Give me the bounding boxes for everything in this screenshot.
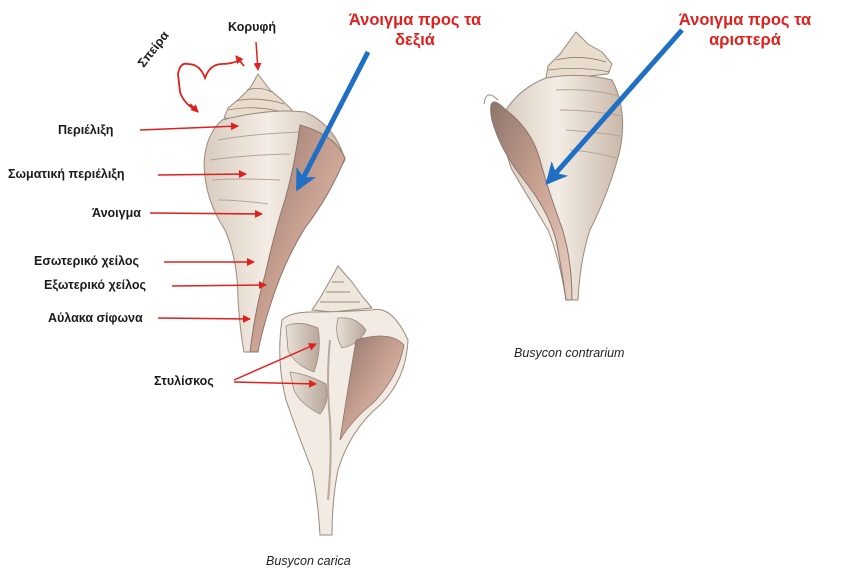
columella-label: Στυλίσκος (154, 374, 214, 388)
busycon-contrarium-caption: Busycon contrarium (514, 346, 624, 360)
aperture-pointer (150, 213, 262, 214)
left-opening-title: Άνοιγμα προς τα αριστερά (650, 10, 840, 50)
outer-lip-label: Εξωτερικό χείλος (44, 278, 146, 292)
busycon-carica-cutaway-illustration (280, 266, 408, 535)
body-whorl-label: Σωματική περιέλιξη (8, 167, 125, 181)
inner-lip-label: Εσωτερικό χείλος (34, 254, 139, 268)
right-opening-title: Άνοιγμα προς τα δεξιά (320, 10, 510, 50)
left-opening-title-line1: Άνοιγμα προς τα (650, 10, 840, 30)
right-opening-title-line1: Άνοιγμα προς τα (320, 10, 510, 30)
siphonal-canal-pointer (158, 318, 250, 319)
aperture-label: Άνοιγμα (92, 206, 141, 220)
busycon-contrarium-shell-illustration (484, 32, 623, 300)
apex-label: Κορυφή (228, 20, 276, 34)
busycon-carica-caption: Busycon carica (266, 554, 351, 568)
outer-lip-pointer (172, 285, 266, 286)
spire-bracket (178, 60, 240, 110)
siphonal-canal-label: Αύλακα σίφωνα (48, 311, 143, 325)
left-opening-title-line2: αριστερά (650, 30, 840, 50)
right-opening-title-line2: δεξιά (320, 30, 510, 50)
body-whorl-pointer (158, 174, 246, 175)
whorl-label: Περιέλιξη (58, 123, 113, 137)
